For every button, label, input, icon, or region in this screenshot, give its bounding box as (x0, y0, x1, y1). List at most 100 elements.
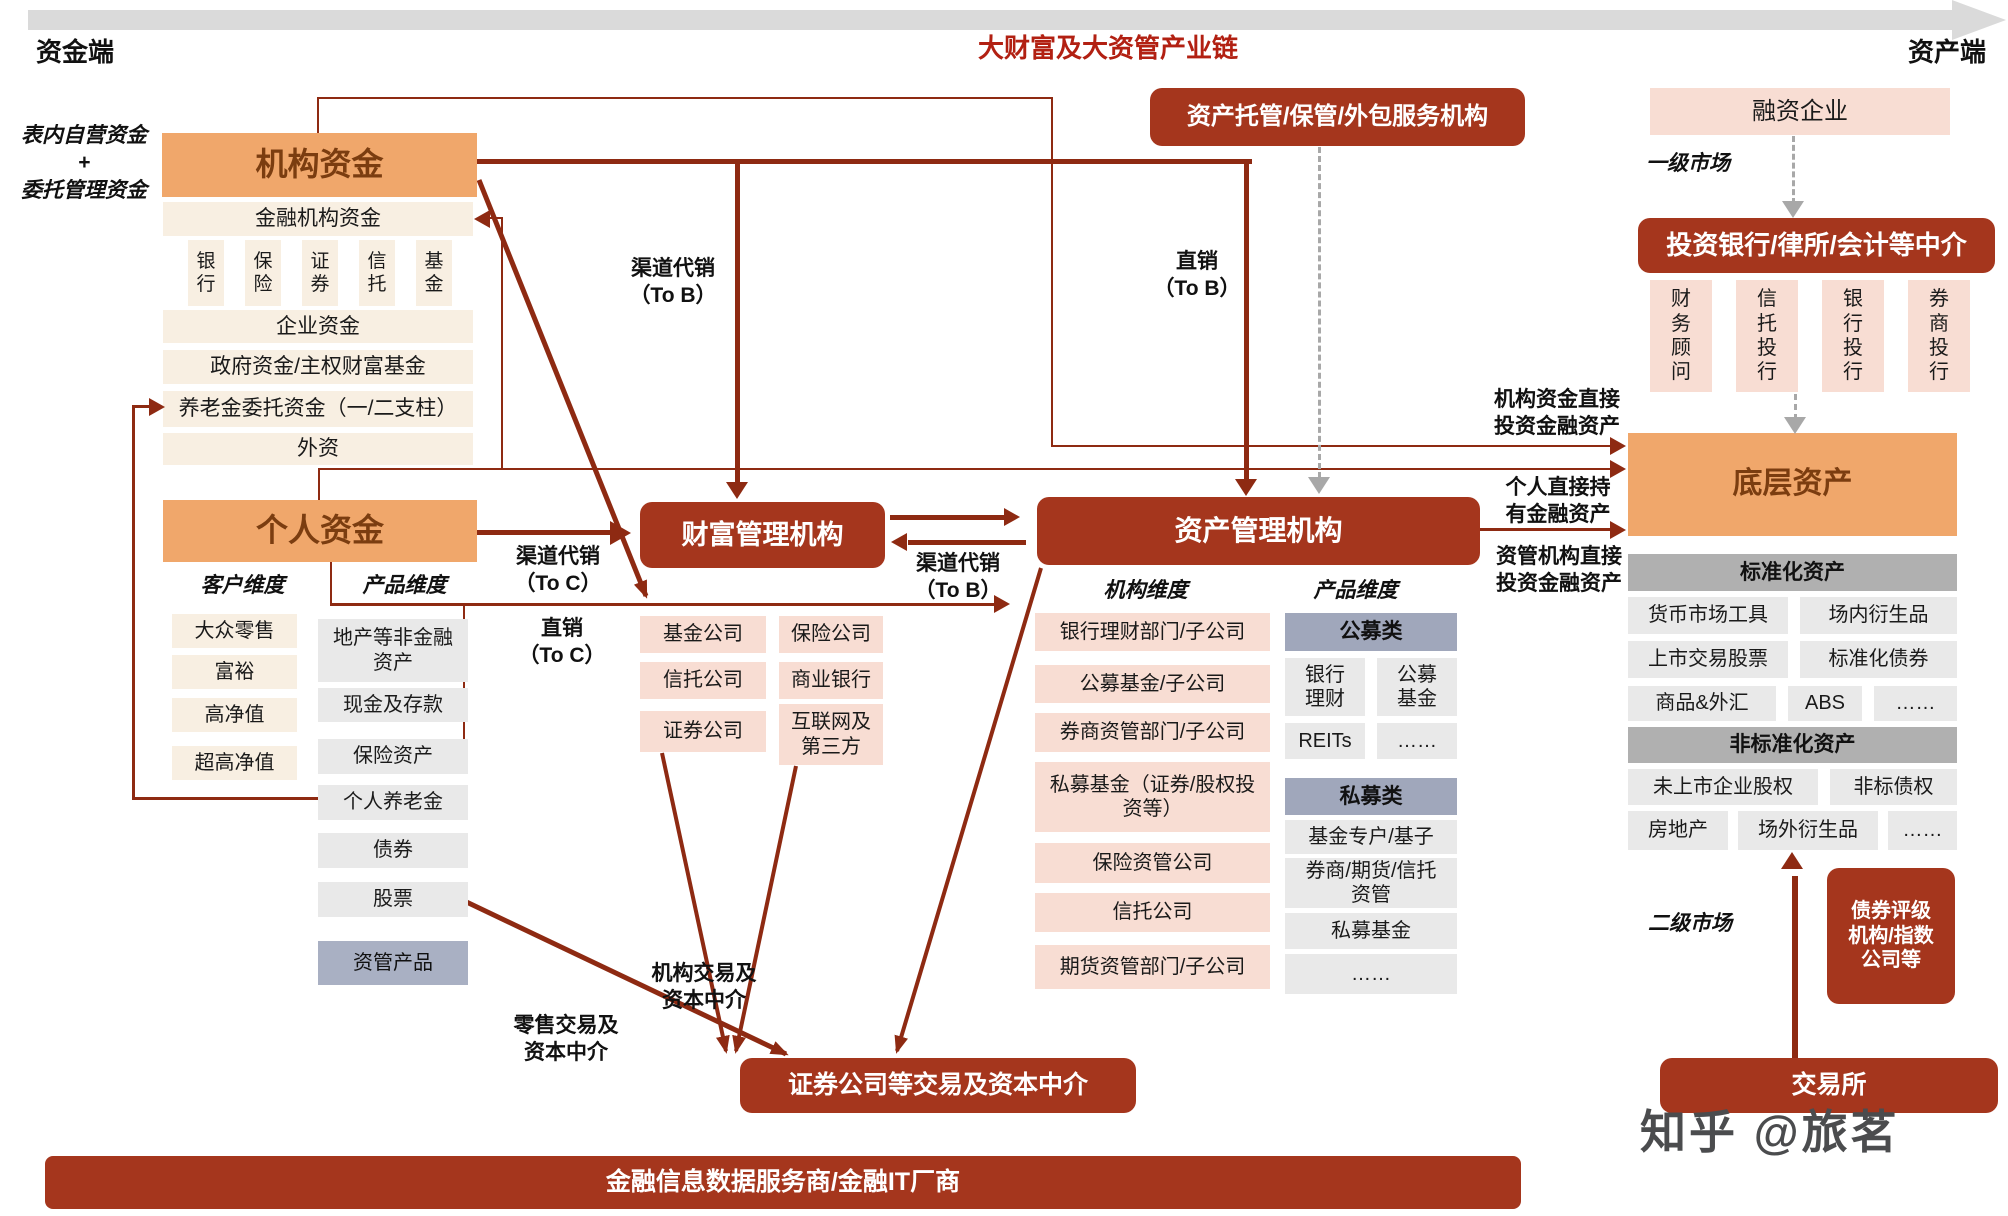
line-channel-toc (477, 530, 613, 535)
client-affluent-box: 富裕 (172, 655, 297, 689)
std-ellipsis-box: …… (1874, 686, 1957, 721)
am-public-header: 公募类 (1285, 613, 1457, 651)
nonstandard-assets-header: 非标准化资产 (1628, 727, 1957, 763)
financing-enterprise-box: 融资企业 (1650, 88, 1950, 135)
line-inst-top-horizontal (317, 97, 1053, 99)
dashed-primary-market-line (1792, 136, 1795, 204)
dashed-custody-line (1318, 147, 1321, 478)
line-exchange-up (1792, 876, 1798, 1058)
product-dimension-label: 产品维度 (362, 574, 447, 597)
line-inst-direct-vertical (1051, 97, 1053, 447)
arrowhead-into-asset-mgmt (1235, 479, 1257, 496)
am-private-pe-fund: 私募基金 (1285, 913, 1457, 949)
arrowhead-custody (1308, 477, 1330, 494)
am-broker-am-box: 券商资管部门/子公司 (1035, 713, 1270, 752)
line-direct-toc-stub (330, 562, 332, 606)
broker-trading-intermediary-box: 证券公司等交易及资本中介 (740, 1058, 1136, 1113)
fin-type-insurance: 保险 (245, 240, 281, 306)
line-inst-thick-horizontal (477, 159, 1252, 164)
ib-bank-ib-box: 银行投行 (1822, 280, 1884, 392)
arrowhead-primary-market (1782, 201, 1804, 218)
personal-direct-hold-label: 个人直接持 有金融资产 (1505, 476, 1611, 527)
product-cash-deposit-box: 现金及存款 (318, 688, 468, 722)
dashed-ib-to-assets-line (1794, 394, 1797, 420)
wealth-fund-company-box: 基金公司 (640, 616, 766, 653)
arrowhead-ib-to-assets (1784, 417, 1806, 434)
std-exchange-derivatives-box: 场内衍生品 (1800, 597, 1957, 634)
product-bond-box: 债券 (318, 833, 468, 868)
std-standard-bond-box: 标准化债券 (1800, 641, 1957, 678)
nstd-otc-derivatives-box: 场外衍生品 (1738, 811, 1878, 850)
product-am-product-box: 资管产品 (318, 941, 468, 985)
fin-type-securities: 证券 (302, 240, 338, 306)
nstd-ellipsis-box: …… (1888, 811, 1957, 850)
foreign-funds-box: 外资 (163, 433, 473, 465)
nstd-real-estate-box: 房地产 (1628, 811, 1728, 850)
fin-type-fund: 基金 (416, 240, 452, 306)
arrowhead-inst-direct (1610, 437, 1626, 455)
asset-side-title: 资产端 (1907, 37, 1986, 67)
line-personal-direct-stub (318, 468, 320, 500)
am-private-ellipsis: …… (1285, 954, 1457, 994)
inst-direct-invest-label: 机构资金直接 投资金融资产 (1494, 388, 1620, 439)
secondary-market-label: 二级市场 (1648, 912, 1732, 935)
direct-tob-label: 直销 （To B） (1153, 250, 1241, 301)
line-wm-to-am (890, 515, 1008, 520)
product-realestate-box: 地产等非金融资产 (318, 619, 468, 682)
arrowhead-am-direct (1610, 521, 1626, 539)
funding-side-title: 资金端 (36, 37, 115, 67)
nstd-nonstandard-debt-box: 非标债权 (1830, 769, 1957, 805)
wealth-insurance-company-box: 保险公司 (779, 616, 883, 653)
product-personal-pension-box: 个人养老金 (318, 785, 468, 820)
arrowhead-exchange-up (1781, 852, 1803, 869)
line-direct-toc (330, 603, 998, 606)
custody-outsourcing-box: 资产托管/保管/外包服务机构 (1150, 88, 1525, 146)
std-money-market-box: 货币市场工具 (1628, 597, 1788, 634)
line-personal-direct-horizontal (318, 468, 1612, 470)
investment-bank-intermediary-box: 投资银行/律所/会计等中介 (1638, 218, 1995, 273)
diagonal-am-trading (894, 567, 1043, 1054)
top-gradient-arrow-bar (28, 10, 1953, 30)
page-title: 大财富及大资管产业链 (977, 33, 1238, 63)
am-mutual-fund-box: 公募基金/子公司 (1035, 665, 1270, 703)
watermark: 知乎 @旅茗 (1640, 1106, 1900, 1158)
client-dimension-label: 客户维度 (200, 574, 285, 597)
arrowhead-into-wealth-mgmt (726, 482, 748, 499)
am-insurance-am-box: 保险资管公司 (1035, 843, 1270, 883)
arrowhead-channel-toc (610, 521, 631, 545)
arrowhead-am-to-wm (891, 533, 907, 551)
am-public-bank-wm: 银行理财 (1285, 658, 1365, 716)
financial-it-vendor-bar: 金融信息数据服务商/金融IT厂商 (45, 1156, 1521, 1209)
ib-financial-advisor-box: 财务顾问 (1650, 280, 1712, 392)
pension-entrusted-funds-box: 养老金委托资金（一/二支柱） (163, 391, 473, 427)
am-futures-am-box: 期货资管部门/子公司 (1035, 945, 1270, 989)
line-pension-top (132, 405, 152, 408)
std-commodity-fx-box: 商品&外汇 (1628, 686, 1776, 721)
primary-market-label: 一级市场 (1646, 152, 1730, 175)
client-uhnw-box: 超高净值 (172, 746, 297, 780)
arrowhead-pension (149, 398, 165, 416)
am-bank-wm-box: 银行理财部门/子公司 (1035, 613, 1270, 651)
am-public-mutual-fund: 公募基金 (1377, 658, 1457, 716)
am-trust-company-box: 信托公司 (1035, 893, 1270, 932)
personal-funds-box: 个人资金 (163, 500, 477, 562)
line-pension-bottom (132, 797, 318, 800)
am-private-fund-box: 私募基金（证券/股权投资等） (1035, 762, 1270, 832)
ib-broker-ib-box: 券商投行 (1908, 280, 1970, 392)
am-private-header: 私募类 (1285, 778, 1457, 815)
line-inst-top-stub (317, 98, 319, 133)
government-funds-box: 政府资金/主权财富基金 (163, 350, 473, 384)
line-finfund-feedback-top (490, 217, 501, 219)
direct-toc-label: 直销 （To C） (518, 617, 606, 668)
line-am-direct-horizontal (1480, 528, 1612, 531)
line-am-to-wm (908, 540, 1026, 545)
exchange-box: 交易所 (1660, 1058, 1998, 1113)
line-inst-direct-horizontal (1051, 445, 1612, 447)
standard-assets-header: 标准化资产 (1628, 554, 1957, 591)
wealth-trust-company-box: 信托公司 (640, 662, 766, 699)
wealth-commercial-bank-box: 商业银行 (779, 662, 883, 699)
wealth-internet-thirdparty-box: 互联网及第三方 (779, 704, 883, 765)
ib-trust-ib-box: 信托投行 (1736, 280, 1798, 392)
institutional-funds-box: 机构资金 (162, 133, 477, 197)
bond-rating-index-box: 债券评级机构/指数公司等 (1827, 868, 1955, 1004)
